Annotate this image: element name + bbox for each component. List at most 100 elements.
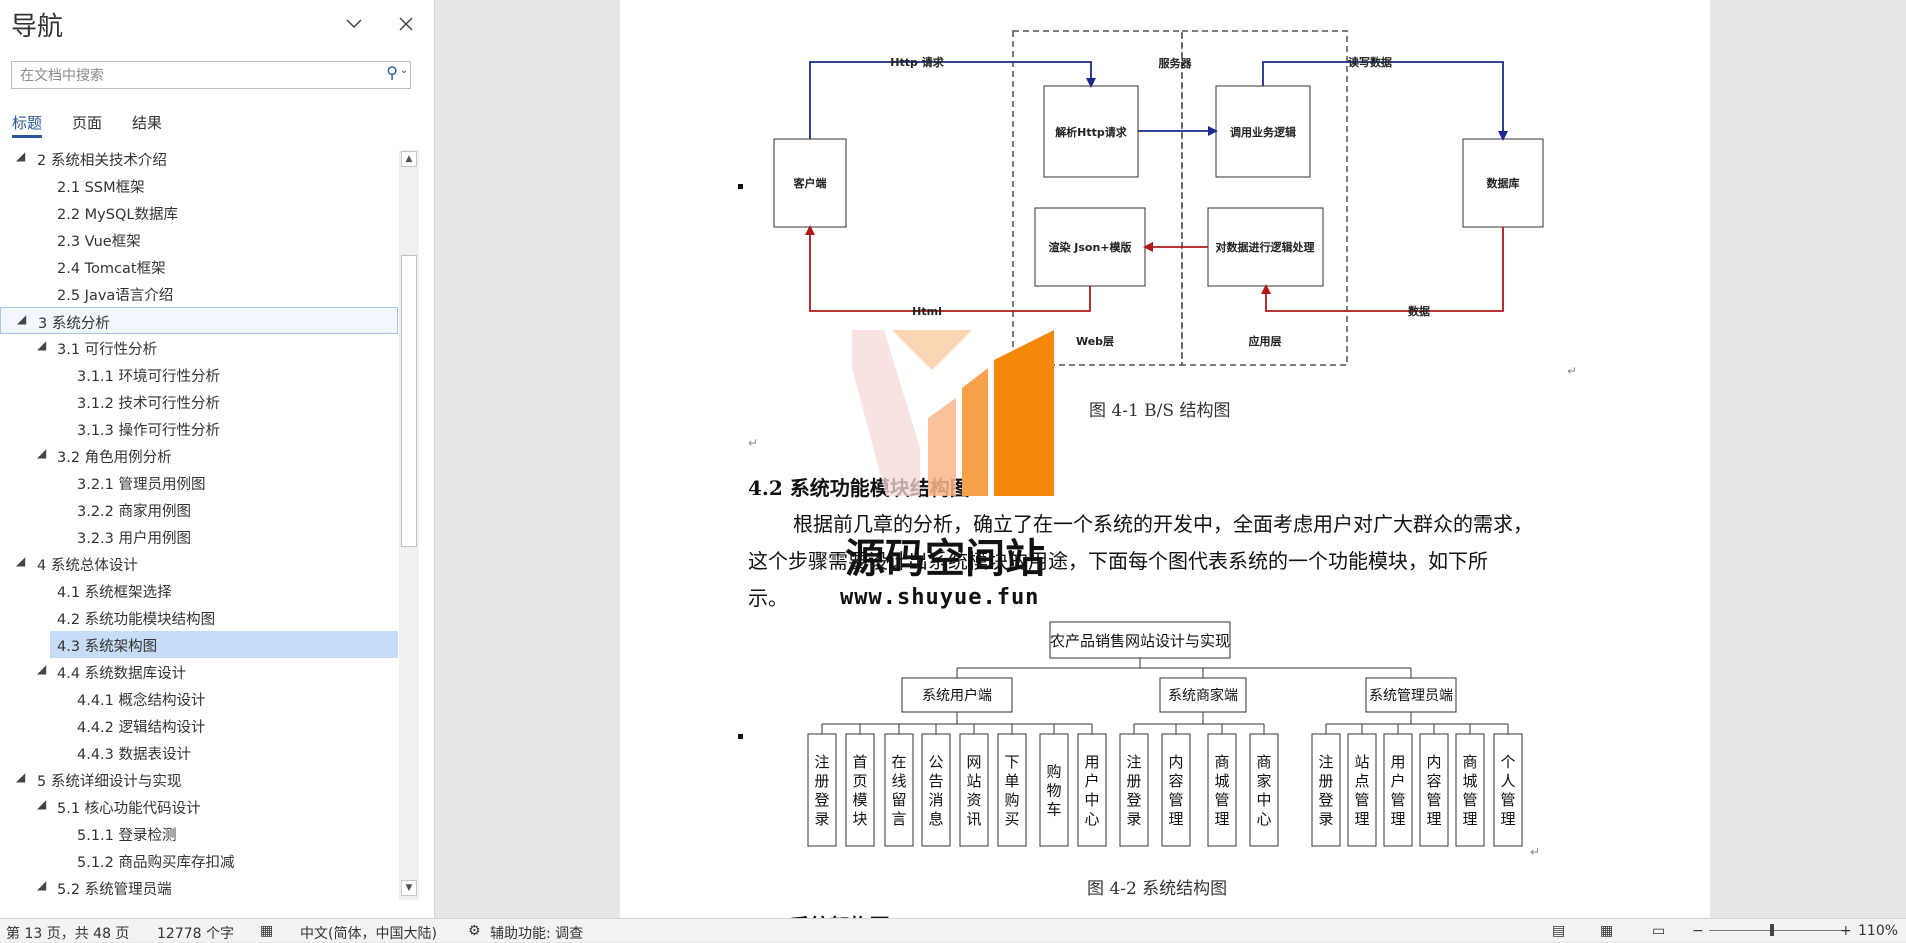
leaf-box	[1383, 733, 1413, 847]
page-count[interactable]: 第 13 页，共 48 页	[6, 926, 130, 942]
nav-heading-label: 3.1.1 环境可行性分析	[77, 369, 221, 385]
html-label: Html	[912, 305, 942, 318]
leaf-label: 站点管理	[1354, 753, 1369, 828]
expand-triangle-icon[interactable]: ◢	[37, 446, 47, 460]
accessibility-status[interactable]: 辅助功能: 调查	[490, 926, 584, 942]
leaf-box	[845, 733, 875, 847]
nav-heading-item[interactable]: 4.4.3 数据表设计	[0, 739, 398, 766]
nav-heading-item[interactable]: 2.3 Vue框架	[0, 226, 398, 253]
nav-heading-item[interactable]: 5.1.1 登录检测	[0, 820, 398, 847]
nav-scrollbar[interactable]: ▲ ▼	[399, 150, 419, 900]
system-structure-diagram: 农产品销售网站设计与实现系统用户端注册登录首页模块在线留言公告消息网站资讯下单购…	[807, 621, 1523, 847]
scroll-up-icon[interactable]: ▲	[401, 151, 417, 167]
leaf-box	[1119, 733, 1149, 847]
nav-heading-item[interactable]: ◢4.4 系统数据库设计	[0, 658, 398, 685]
leaf-label: 用户中心	[1084, 753, 1099, 828]
search-icon[interactable]: ⚲	[386, 63, 398, 82]
leaf-box	[1493, 733, 1523, 847]
document-page: 客户端 服务器 解析Http请求 调用业务逻辑 渲染 Json+模版 对数据进行…	[620, 0, 1710, 918]
search-input[interactable]	[18, 63, 362, 89]
nav-heading-item[interactable]: ◢ 5.1 核心功能代码设计	[0, 793, 398, 820]
read-mode-icon[interactable]: ▤	[1552, 923, 1566, 939]
paragraph-line-1: 根据前几章的分析，确立了在一个系统的开发中，全面考虑用户对广大群众的需求，	[793, 512, 1533, 536]
nav-heading-item[interactable]: 4.2 系统功能模块结构图	[0, 604, 398, 631]
expand-triangle-icon[interactable]: ◢	[17, 312, 27, 326]
group-box	[901, 677, 1013, 713]
tab-pages[interactable]: 页面	[72, 114, 103, 132]
expand-triangle-icon[interactable]: ◢	[37, 878, 47, 892]
web-layout-icon[interactable]: ▭	[1652, 923, 1666, 939]
document-scrollbar[interactable]	[1890, 0, 1906, 918]
search-box: ⚲ ⌄	[11, 61, 411, 89]
accessibility-icon[interactable]: ⚙	[468, 923, 481, 939]
leaf-label: 注册登录	[1318, 753, 1333, 828]
chevron-down-icon[interactable]: ⌄	[399, 65, 408, 76]
nav-heading-item[interactable]: ◢5.2 系统管理员端	[0, 874, 398, 900]
print-layout-icon[interactable]: ▦	[1600, 923, 1614, 939]
leaf-box	[1039, 733, 1069, 847]
nav-heading-item[interactable]: 2.4 Tomcat框架	[0, 253, 398, 280]
nav-heading-item[interactable]: 4.4.1 概念结构设计	[0, 685, 398, 712]
leaf-box	[1419, 733, 1449, 847]
nav-heading-label: 3 系统分析	[38, 316, 110, 332]
tab-results[interactable]: 结果	[132, 114, 163, 132]
tab-headings[interactable]: 标题	[12, 114, 43, 138]
nav-heading-item[interactable]: 3.1.1 环境可行性分析	[0, 361, 398, 388]
nav-heading-item[interactable]: 2.2 MySQL数据库	[0, 199, 398, 226]
nav-heading-label: 5.1 核心功能代码设计	[57, 801, 201, 817]
nav-heading-item[interactable]: 4.3 系统架构图	[50, 631, 398, 658]
http-request-label: Http 请求	[890, 55, 944, 69]
leaf-label: 网站资讯	[966, 753, 981, 828]
nav-heading-item[interactable]: ◢ 3 系统分析	[0, 307, 398, 334]
paragraph-mark: ↵	[1567, 364, 1578, 378]
expand-triangle-icon[interactable]: ◢	[16, 149, 26, 163]
proofing-icon[interactable]: ▦	[260, 923, 274, 939]
nav-heading-label: 4.4.3 数据表设计	[77, 747, 192, 763]
web-layer-label: Web层	[1076, 335, 1114, 348]
zoom-level[interactable]: 110%	[1858, 923, 1899, 939]
nav-heading-label: 2.3 Vue框架	[57, 234, 141, 250]
leaf-label: 在线留言	[891, 753, 906, 828]
nav-heading-item[interactable]: ◢2 系统相关技术介绍	[0, 145, 398, 172]
close-icon[interactable]	[394, 12, 418, 36]
expand-triangle-icon[interactable]: ◢	[37, 338, 47, 352]
leaf-label: 内容管理	[1168, 753, 1183, 828]
nav-heading-label: 3.1.3 操作可行性分析	[77, 423, 221, 439]
nav-heading-item[interactable]: 3.2.1 管理员用例图	[0, 469, 398, 496]
nav-heading-item[interactable]: 3.1.3 操作可行性分析	[0, 415, 398, 442]
nav-heading-item[interactable]: ◢4 系统总体设计	[0, 550, 398, 577]
nav-heading-item[interactable]: 4.1 系统框架选择	[0, 577, 398, 604]
nav-heading-item[interactable]: 2.1 SSM框架	[0, 172, 398, 199]
process-label: 对数据进行逻辑处理	[1216, 240, 1315, 254]
nav-heading-item[interactable]: ◢3.2 角色用例分析	[0, 442, 398, 469]
word-count[interactable]: 12778 个字	[157, 926, 234, 942]
nav-heading-label: 2.4 Tomcat框架	[57, 261, 166, 277]
zoom-slider[interactable]	[1709, 930, 1845, 931]
expand-triangle-icon[interactable]: ◢	[16, 770, 26, 784]
scroll-down-icon[interactable]: ▼	[401, 880, 417, 896]
nav-heading-item[interactable]: 2.5 Java语言介绍	[0, 280, 398, 307]
nav-heading-item[interactable]: ◢5 系统详细设计与实现	[0, 766, 398, 793]
expand-triangle-icon[interactable]: ◢	[37, 797, 47, 811]
zoom-out-icon[interactable]: −	[1692, 923, 1704, 939]
scroll-thumb[interactable]	[401, 255, 417, 547]
leaf-box	[1249, 733, 1279, 847]
expand-triangle-icon[interactable]: ◢	[37, 662, 47, 676]
nav-heading-item[interactable]: ◢3.1 可行性分析	[0, 334, 398, 361]
nav-heading-item[interactable]: 4.4.2 逻辑结构设计	[0, 712, 398, 739]
zoom-slider-handle[interactable]	[1770, 924, 1774, 936]
nav-heading-item[interactable]: 3.2.2 商家用例图	[0, 496, 398, 523]
leaf-box	[1347, 733, 1377, 847]
expand-triangle-icon[interactable]: ◢	[16, 554, 26, 568]
chevron-down-icon[interactable]	[342, 12, 366, 36]
zoom-in-icon[interactable]: +	[1840, 923, 1852, 939]
invoke-label: 调用业务逻辑	[1230, 125, 1296, 139]
nav-heading-label: 3.2.1 管理员用例图	[77, 477, 206, 493]
leaf-box	[1207, 733, 1237, 847]
leaf-label: 注册登录	[814, 753, 829, 828]
leaf-label: 首页模块	[852, 753, 867, 828]
language-indicator[interactable]: 中文(简体，中国大陆)	[300, 926, 437, 942]
nav-heading-item[interactable]: 3.2.3 用户用例图	[0, 523, 398, 550]
nav-heading-item[interactable]: 5.1.2 商品购买库存扣减	[0, 847, 398, 874]
nav-heading-item[interactable]: 3.1.2 技术可行性分析	[0, 388, 398, 415]
